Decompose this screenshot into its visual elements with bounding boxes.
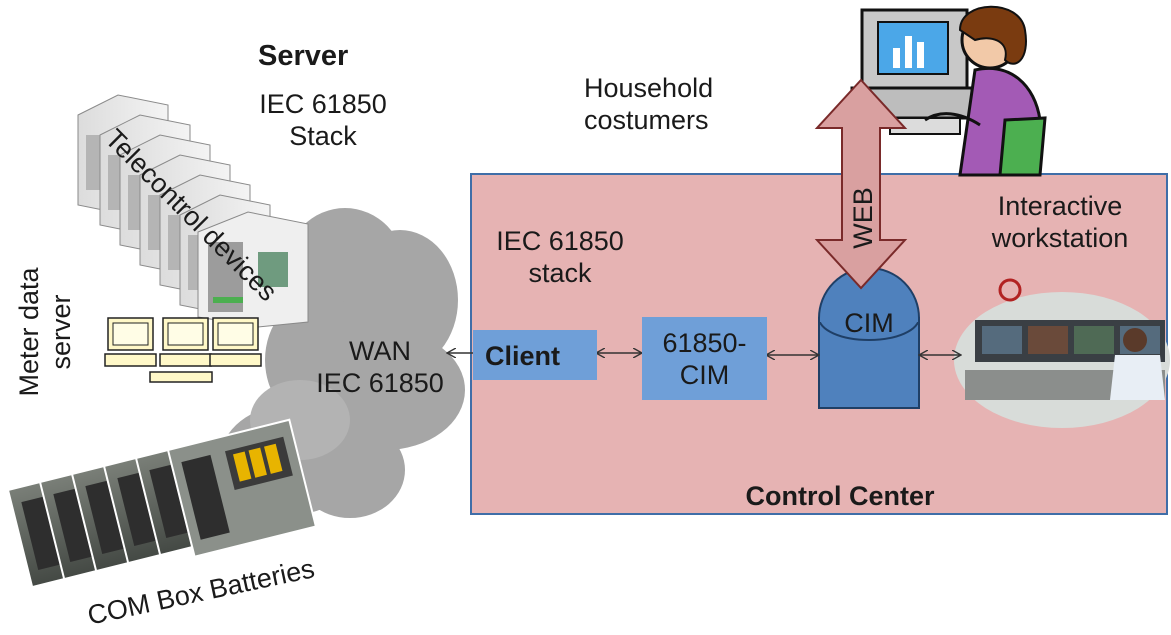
workstation-line1: Interactive (997, 191, 1123, 221)
meter-line1: Meter data (14, 267, 44, 397)
control-center-title: Control Center (745, 481, 935, 511)
server-title: Server (258, 40, 349, 72)
adapter-line2: CIM (679, 360, 730, 390)
adapter-61850-cim-box (642, 317, 767, 400)
household-line1: Household (584, 73, 714, 103)
workstation-line2: workstation (991, 223, 1129, 253)
household-label: Household costumers (584, 72, 713, 136)
cim-database-cylinder (818, 267, 920, 409)
household-user-illustration (850, 5, 1047, 177)
meter-data-server-computers (104, 317, 262, 383)
telecontrol-devices-image (77, 94, 309, 328)
web-double-arrow (814, 78, 908, 290)
server-stack-label: IEC 61850 Stack (248, 88, 398, 152)
cc-stack-label: IEC 61850 stack (480, 225, 640, 289)
cc-stack-line1: IEC 61850 (496, 226, 624, 256)
meter-line2: server (46, 294, 76, 370)
web-label: WEB (848, 187, 878, 249)
client-label: Client (485, 341, 561, 371)
server-stack-line2: Stack (289, 121, 357, 151)
cim-label: CIM (844, 308, 894, 338)
household-line2: costumers (584, 105, 709, 135)
adapter-label: 61850- CIM (642, 327, 767, 391)
adapter-line1: 61850- (662, 328, 747, 358)
wan-label: WAN IEC 61850 (300, 335, 460, 399)
cc-stack-line2: stack (528, 258, 592, 288)
server-stack-line1: IEC 61850 (259, 89, 387, 119)
wan-line2: IEC 61850 (316, 368, 444, 398)
workstation-label: Interactive workstation (975, 190, 1145, 254)
interactive-workstation-image (954, 278, 1170, 428)
meter-data-server-label: Meter data server (13, 247, 77, 417)
com-box-batteries-image (6, 418, 318, 589)
client-box (473, 330, 597, 380)
wan-line1: WAN (349, 336, 411, 366)
